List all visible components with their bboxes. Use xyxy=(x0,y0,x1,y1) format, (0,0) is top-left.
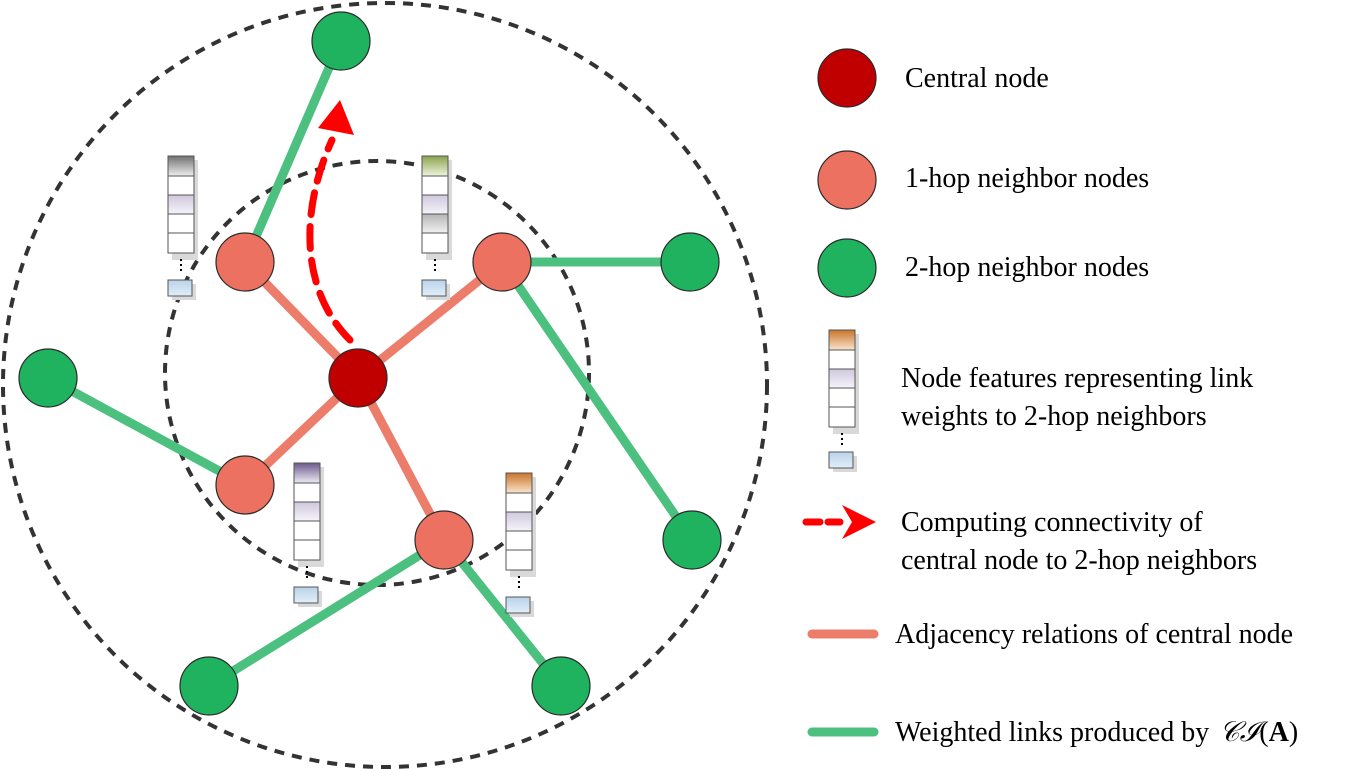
weighted-link xyxy=(43,373,250,490)
weighted-links xyxy=(43,35,697,691)
one-hop-node xyxy=(472,232,532,292)
legend-two-hop: 2-hop neighbor nodes xyxy=(905,252,1149,283)
one-hop-node xyxy=(215,455,275,515)
red-dashed-arrow-icon xyxy=(306,100,354,344)
two-hop-node-icon xyxy=(817,238,877,298)
weighted-link xyxy=(240,35,346,267)
legend-weighted-links-prefix: Weighted links produced by xyxy=(895,717,1209,748)
feature-vector-icon xyxy=(167,155,198,300)
legend-paren-close: ) xyxy=(1289,717,1298,748)
adjacency-link xyxy=(353,257,507,383)
feature-vector-icon xyxy=(421,155,452,300)
feature-vector-icon xyxy=(505,472,536,617)
outer-dashed-circle xyxy=(1,1,769,769)
one-hop-node-icon xyxy=(817,150,877,210)
two-hop-node xyxy=(660,232,720,292)
two-hop-node xyxy=(18,348,78,408)
one-hop-node xyxy=(215,232,275,292)
one-hop-nodes xyxy=(215,232,532,570)
legend-weighted-links-arg: A xyxy=(1269,717,1290,748)
legend: Central node 1-hop neighbor nodes 2-hop … xyxy=(802,48,1298,748)
legend-weighted-links-math: 𝒞ℐ xyxy=(1219,717,1266,748)
legend-adjacency: Adjacency relations of central node xyxy=(895,619,1293,650)
feature-vector-icon xyxy=(293,462,324,607)
legend-node-features-line2: weights to 2-hop neighbors xyxy=(901,401,1207,432)
two-hop-node xyxy=(311,11,371,71)
legend-computing-line1: Computing connectivity of xyxy=(901,507,1203,538)
legend-paren-open: ( xyxy=(1259,717,1268,748)
two-hop-nodes xyxy=(18,11,722,716)
weighted-link xyxy=(204,535,449,691)
weighted-link xyxy=(439,535,566,691)
legend-central-node: Central node xyxy=(905,63,1049,94)
two-hop-node xyxy=(531,656,591,716)
two-hop-node xyxy=(662,510,722,570)
central-node xyxy=(328,348,388,408)
central-node-icon xyxy=(817,48,877,108)
red-dashed-arrow-icon xyxy=(802,505,876,539)
legend-one-hop: 1-hop neighbor nodes xyxy=(905,163,1149,194)
weighted-link xyxy=(497,257,697,545)
one-hop-node xyxy=(414,510,474,570)
adjacency-link xyxy=(353,373,449,545)
two-hop-node xyxy=(179,656,239,716)
feature-vector-icon xyxy=(828,329,859,472)
legend-weighted-links: Weighted links produced by 𝒞ℐ(A) xyxy=(895,717,1298,748)
legend-node-features-line1: Node features representing link xyxy=(901,363,1253,394)
legend-computing-line2: central node to 2-hop neighbors xyxy=(901,545,1257,576)
